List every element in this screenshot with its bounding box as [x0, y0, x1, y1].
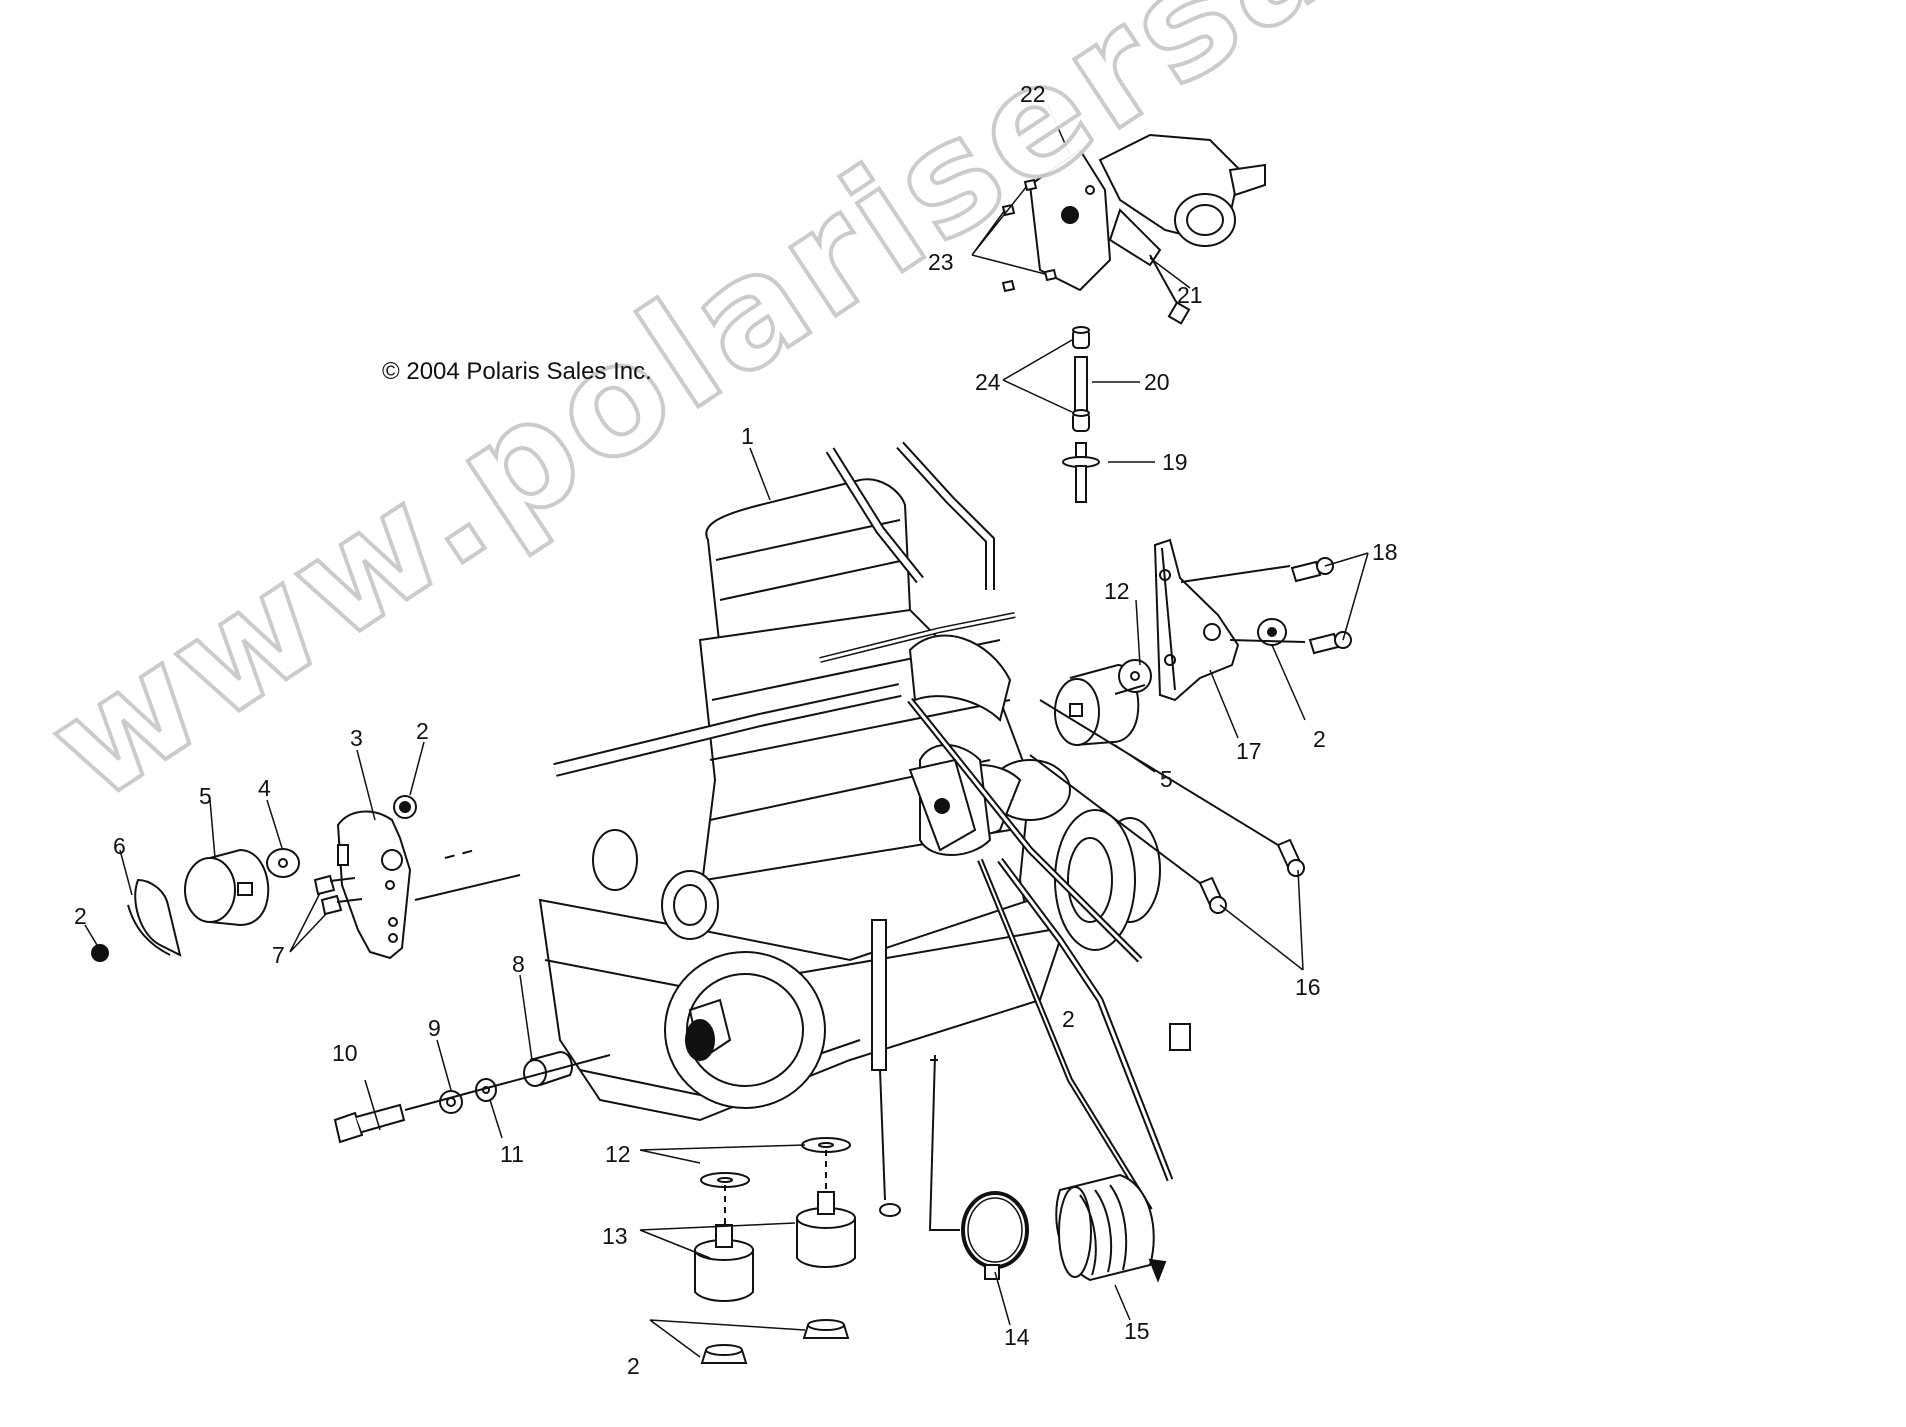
callout-label: 10	[332, 1040, 358, 1066]
callout-label: 21	[1177, 282, 1203, 308]
callout-label: 12	[1104, 578, 1130, 604]
callout-label: 13	[602, 1223, 628, 1249]
callout-label: 5	[1160, 766, 1173, 792]
callout-label: 9	[428, 1015, 441, 1041]
callout-label: 4	[258, 775, 271, 801]
nut-icon	[700, 1319, 850, 1364]
callout-label: 11	[500, 1141, 524, 1167]
callout-label: 16	[1295, 974, 1321, 1000]
callout-label: 19	[1162, 449, 1188, 475]
callout-label: 2	[1062, 1006, 1075, 1032]
callout-label: 2	[416, 718, 429, 744]
callout-label: 2	[74, 903, 87, 929]
copyright-notice: © 2004 Polaris Sales Inc.	[382, 358, 652, 385]
callout-label: 2	[1313, 726, 1326, 752]
callout-label: 22	[1020, 81, 1046, 107]
rubber-mount-icon	[91, 795, 521, 962]
callout-label: 12	[605, 1141, 631, 1167]
bolt-16-icon	[1029, 699, 1305, 914]
callout-label: 14	[1004, 1324, 1030, 1350]
callout-label: 8	[512, 951, 525, 977]
right-mount-icon	[1054, 538, 1352, 746]
engine-assembly-icon	[538, 441, 1191, 1217]
bolt-icon	[333, 1050, 611, 1144]
callout-label: 3	[350, 725, 363, 751]
throttle-body-icon	[1028, 133, 1266, 325]
clamp-leader-bracket	[928, 1054, 960, 1231]
leader-lines	[84, 104, 1369, 1358]
callout-label: 15	[1124, 1318, 1150, 1344]
callout-label: 17	[1236, 738, 1262, 764]
callout-label: 23	[928, 249, 954, 275]
bottom-mount-icon	[694, 1150, 856, 1302]
hose-clamp-icon	[961, 1191, 1029, 1280]
callout-label: 7	[272, 942, 285, 968]
callout-label: 24	[975, 369, 1001, 395]
spacer-stack-icon	[1062, 326, 1100, 503]
callout-label: 1	[741, 423, 754, 449]
callout-label: 5	[199, 783, 212, 809]
callout-label: 2	[627, 1353, 640, 1379]
callout-label: 20	[1144, 369, 1170, 395]
callout-label: 18	[1372, 539, 1398, 565]
intake-boot-icon	[1055, 1173, 1167, 1283]
callout-label: 6	[113, 833, 126, 859]
